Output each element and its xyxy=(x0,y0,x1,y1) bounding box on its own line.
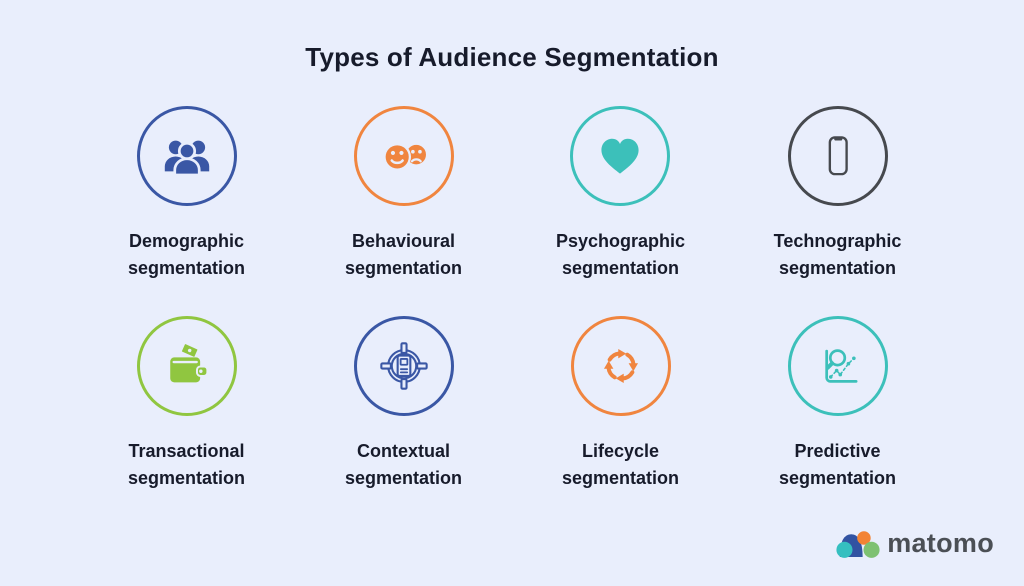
segment-label-line2: segmentation xyxy=(561,258,679,278)
chart-magnifier-icon xyxy=(824,349,857,383)
segment-label: Demographic segmentation xyxy=(128,228,245,282)
segment-label-line2: segmentation xyxy=(127,468,246,488)
logo-circle-teal xyxy=(836,541,853,558)
segment-label: Psychographic segmentation xyxy=(556,228,685,282)
segment-label: Contextual segmentation xyxy=(345,438,462,492)
segment-label-line2: segmentation xyxy=(778,258,897,278)
segment-card-technographic: Technographic segmentation xyxy=(774,106,902,282)
segment-card-behavioural: Behavioural segmentation xyxy=(345,106,462,282)
segment-label-line1: Contextual xyxy=(356,441,450,461)
segment-card-lifecycle: Lifecycle segmentation xyxy=(562,316,679,492)
segmentation-grid: Demographic segmentation Behavioural seg… xyxy=(78,106,946,492)
segment-label-line1: Behavioural xyxy=(351,231,456,251)
segment-label: Technographic segmentation xyxy=(774,228,902,282)
segment-icon-circle xyxy=(570,316,671,416)
segment-label: Behavioural segmentation xyxy=(345,228,462,282)
logo-circle-orange xyxy=(857,531,871,545)
wallet-icon xyxy=(169,342,208,383)
segment-label-line2: segmentation xyxy=(344,468,463,488)
segment-icon-circle xyxy=(570,106,671,206)
segment-card-transactional: Transactional segmentation xyxy=(128,316,245,492)
segment-label: Lifecycle segmentation xyxy=(562,438,679,492)
segment-card-demographic: Demographic segmentation xyxy=(128,106,245,282)
segment-icon-circle xyxy=(353,106,454,206)
segment-label-line1: Lifecycle xyxy=(581,441,660,461)
segment-icon-circle xyxy=(787,106,888,206)
segment-label-line1: Technographic xyxy=(773,231,902,251)
segment-label-line1: Predictive xyxy=(794,441,881,461)
segment-label-line2: segmentation xyxy=(778,468,897,488)
segment-label: Predictive segmentation xyxy=(779,438,896,492)
brand-name: matomo xyxy=(887,528,994,558)
heart-icon xyxy=(601,138,640,174)
segment-card-contextual: Contextual segmentation xyxy=(345,316,462,492)
happy-sad-faces-icon xyxy=(382,142,428,171)
segment-label-line1: Psychographic xyxy=(555,231,686,251)
segment-card-psychographic: Psychographic segmentation xyxy=(556,106,685,282)
matomo-logo: matomo xyxy=(836,528,994,559)
page-title: Types of Audience Segmentation xyxy=(305,42,719,72)
segment-label-line2: segmentation xyxy=(127,258,246,278)
segment-label: Transactional segmentation xyxy=(128,438,245,492)
segment-label-line1: Demographic xyxy=(128,231,245,251)
people-group-icon xyxy=(164,140,209,177)
segment-card-predictive: Predictive segmentation xyxy=(779,316,896,492)
segment-icon-circle xyxy=(136,316,237,416)
segment-icon-circle xyxy=(353,316,454,416)
segment-icon-circle xyxy=(136,106,237,206)
segment-label-line1: Transactional xyxy=(128,441,245,461)
segment-label-line2: segmentation xyxy=(344,258,463,278)
cycle-arrows-icon xyxy=(603,348,638,384)
segment-icon-circle xyxy=(787,316,888,416)
smartphone-icon xyxy=(828,136,848,176)
matomo-logo-icon xyxy=(836,531,880,558)
segment-label-line2: segmentation xyxy=(561,468,680,488)
logo-circle-green xyxy=(863,541,880,558)
target-document-icon xyxy=(379,342,428,390)
